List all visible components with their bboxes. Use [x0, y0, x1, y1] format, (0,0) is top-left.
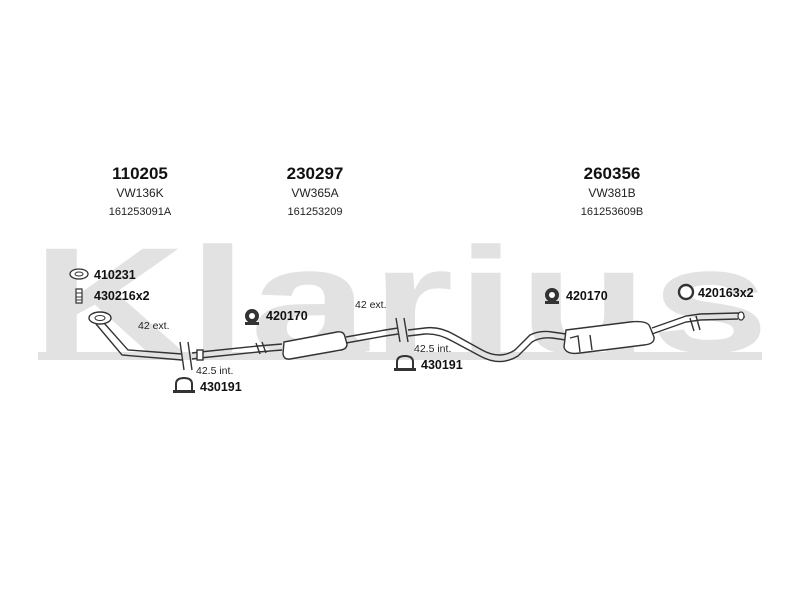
clamp-icon: [173, 376, 195, 393]
fitting-420163x2: 420163x2: [677, 283, 754, 301]
front-pipe-joint: [179, 341, 193, 371]
section-rear-silencer: 260356 VW381B 161253609B: [581, 164, 643, 218]
part-code: VW381B: [588, 186, 635, 200]
centre-silencer-drawing: [191, 317, 409, 361]
fitting-430216x2: 430216x2: [75, 288, 150, 304]
rear-pipe-tube: [407, 326, 567, 363]
front-pipe-drawing: [88, 311, 193, 371]
centre-pipe-outlet: [345, 327, 399, 344]
front-pipe-tube: [95, 322, 183, 361]
part-number: 260356: [584, 164, 641, 183]
gasket-ring-icon: [69, 268, 89, 280]
oem-reference: 161253209: [287, 206, 342, 218]
oem-reference: 161253091A: [109, 206, 172, 218]
fitting-label: 430216x2: [94, 289, 150, 303]
fitting-label: 410231: [94, 268, 136, 282]
fitting-420170-rear: 420170: [545, 288, 608, 304]
section-centre-silencer: 230297 VW365A 161253209: [287, 164, 344, 218]
centre-pipe-tube: [191, 343, 283, 360]
rear-silencer-body: [563, 320, 655, 355]
fitting-label: 430191: [200, 380, 242, 394]
fitting-label: 420170: [566, 289, 608, 303]
oem-reference: 161253609B: [581, 206, 643, 218]
fitting-label: 420163x2: [698, 286, 754, 300]
centre-pipe-sleeve: [196, 349, 204, 361]
centre-pipe-joint: [395, 317, 409, 343]
fitting-430191-front: 430191: [173, 376, 242, 394]
fitting-label: 430191: [421, 358, 463, 372]
tail-pipe-outlet: [737, 311, 745, 321]
part-code: VW365A: [291, 186, 338, 200]
fitting-430191-centre: 430191: [394, 354, 463, 372]
fitting-label: 420170: [266, 309, 308, 323]
rubber-ring-icon: [677, 283, 695, 301]
rubber-mount-icon: [245, 309, 259, 325]
dimension-label: 42 ext.: [138, 320, 170, 332]
clamp-icon: [394, 354, 416, 371]
dimension-label: 42 ext.: [355, 299, 387, 311]
rubber-mount-icon: [545, 288, 559, 304]
spring-bolt-icon: [75, 288, 83, 304]
part-code: VW136K: [116, 186, 163, 200]
part-number: 110205: [112, 164, 168, 183]
fitting-420170-centre: 420170: [245, 309, 308, 325]
dimension-label: 42.5 int.: [196, 365, 233, 377]
part-number: 230297: [287, 164, 344, 183]
rear-silencer-drawing: [407, 311, 745, 363]
fitting-410231: 410231: [69, 268, 136, 282]
dimension-label: 42.5 int.: [414, 343, 451, 355]
centre-silencer-body: [282, 331, 348, 360]
section-front-pipe: 110205 VW136K 161253091A: [109, 164, 172, 218]
